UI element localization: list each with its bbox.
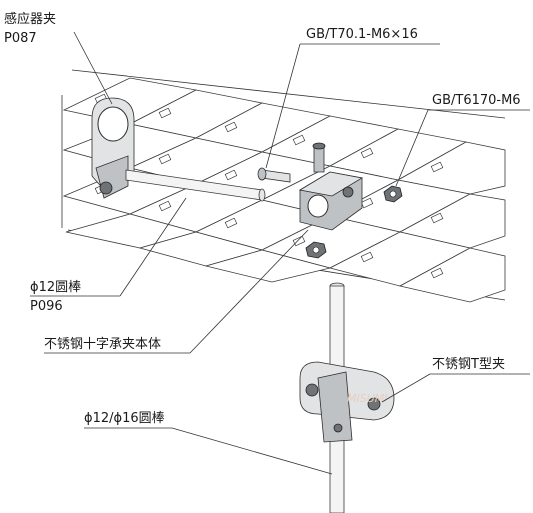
leader-nut	[395, 109, 429, 187]
hinge-knuckle	[158, 107, 172, 119]
hinge-knuckle	[360, 251, 374, 263]
hinge-knuckle	[360, 197, 374, 209]
t-clamp-barrel	[317, 371, 353, 443]
cross-clamp-top	[298, 171, 364, 197]
leader-rod12	[119, 197, 187, 297]
rod-12-horizontal	[125, 169, 266, 202]
label-rod-12-16: ϕ12/ϕ16圆棒	[84, 411, 165, 426]
t-clamp-part: MISUMI	[299, 361, 395, 443]
label-sensor-clamp-code: P087	[4, 31, 37, 46]
hinge-knuckle	[430, 267, 444, 279]
t-clamp-left-hole	[305, 383, 319, 397]
label-t-clamp: 不锈钢T型夹	[432, 357, 505, 372]
vertical-bolt-head	[312, 142, 326, 150]
conveyor-chain	[61, 69, 506, 303]
sensor-clamp-bore	[97, 106, 129, 142]
t-clamp-screw	[333, 423, 343, 433]
chain-slat	[204, 249, 331, 283]
label-rod-12: ϕ12圆棒	[30, 280, 82, 295]
t-clamp-right-hole	[367, 397, 381, 411]
nut-part	[305, 185, 403, 259]
sensor-clamp-part	[91, 97, 135, 199]
hex-nut-right-hole	[389, 190, 397, 198]
hinge-knuckle	[360, 147, 374, 159]
hinge-knuckle	[292, 235, 306, 247]
hinge-knuckle	[224, 169, 238, 181]
leader-rod1216	[171, 427, 333, 475]
watermark: MISUMI	[347, 392, 388, 405]
hinge-knuckle	[292, 134, 306, 146]
hinge-knuckle	[224, 217, 238, 229]
hex-nut-bottom-hole	[312, 246, 320, 254]
cross-clamp-slot	[342, 186, 354, 198]
label-rod-12-code: P096	[30, 299, 63, 314]
sensor-clamp-screw	[99, 181, 113, 195]
cross-clamp-bore	[307, 194, 329, 218]
label-sensor-clamp: 感应器夹	[4, 12, 57, 27]
hinge-knuckle	[430, 212, 444, 224]
leader-cross	[189, 229, 309, 354]
leader-bolt	[265, 43, 301, 169]
leader-sensor-clamp	[73, 31, 113, 105]
label-nut-spec: GB/T6170-M6	[432, 93, 521, 108]
chain-slat	[398, 247, 506, 303]
hinge-knuckle	[158, 153, 172, 165]
label-cross-clamp-body: 不锈钢十字承夹本体	[44, 337, 162, 352]
hinge-knuckle	[224, 121, 238, 133]
label-bolt-spec: GB/T70.1-M6×16	[306, 27, 418, 42]
leader-tclamp	[381, 373, 431, 403]
horizontal-rod-end	[258, 188, 266, 202]
leader-lines	[30, 31, 530, 475]
bolt-head	[257, 167, 267, 181]
bolt-part	[257, 142, 326, 183]
hinge-knuckle	[430, 161, 444, 173]
hinge-knuckle	[158, 200, 172, 212]
vertical-bolt	[313, 145, 325, 173]
cross-clamp-body-part	[298, 171, 364, 231]
